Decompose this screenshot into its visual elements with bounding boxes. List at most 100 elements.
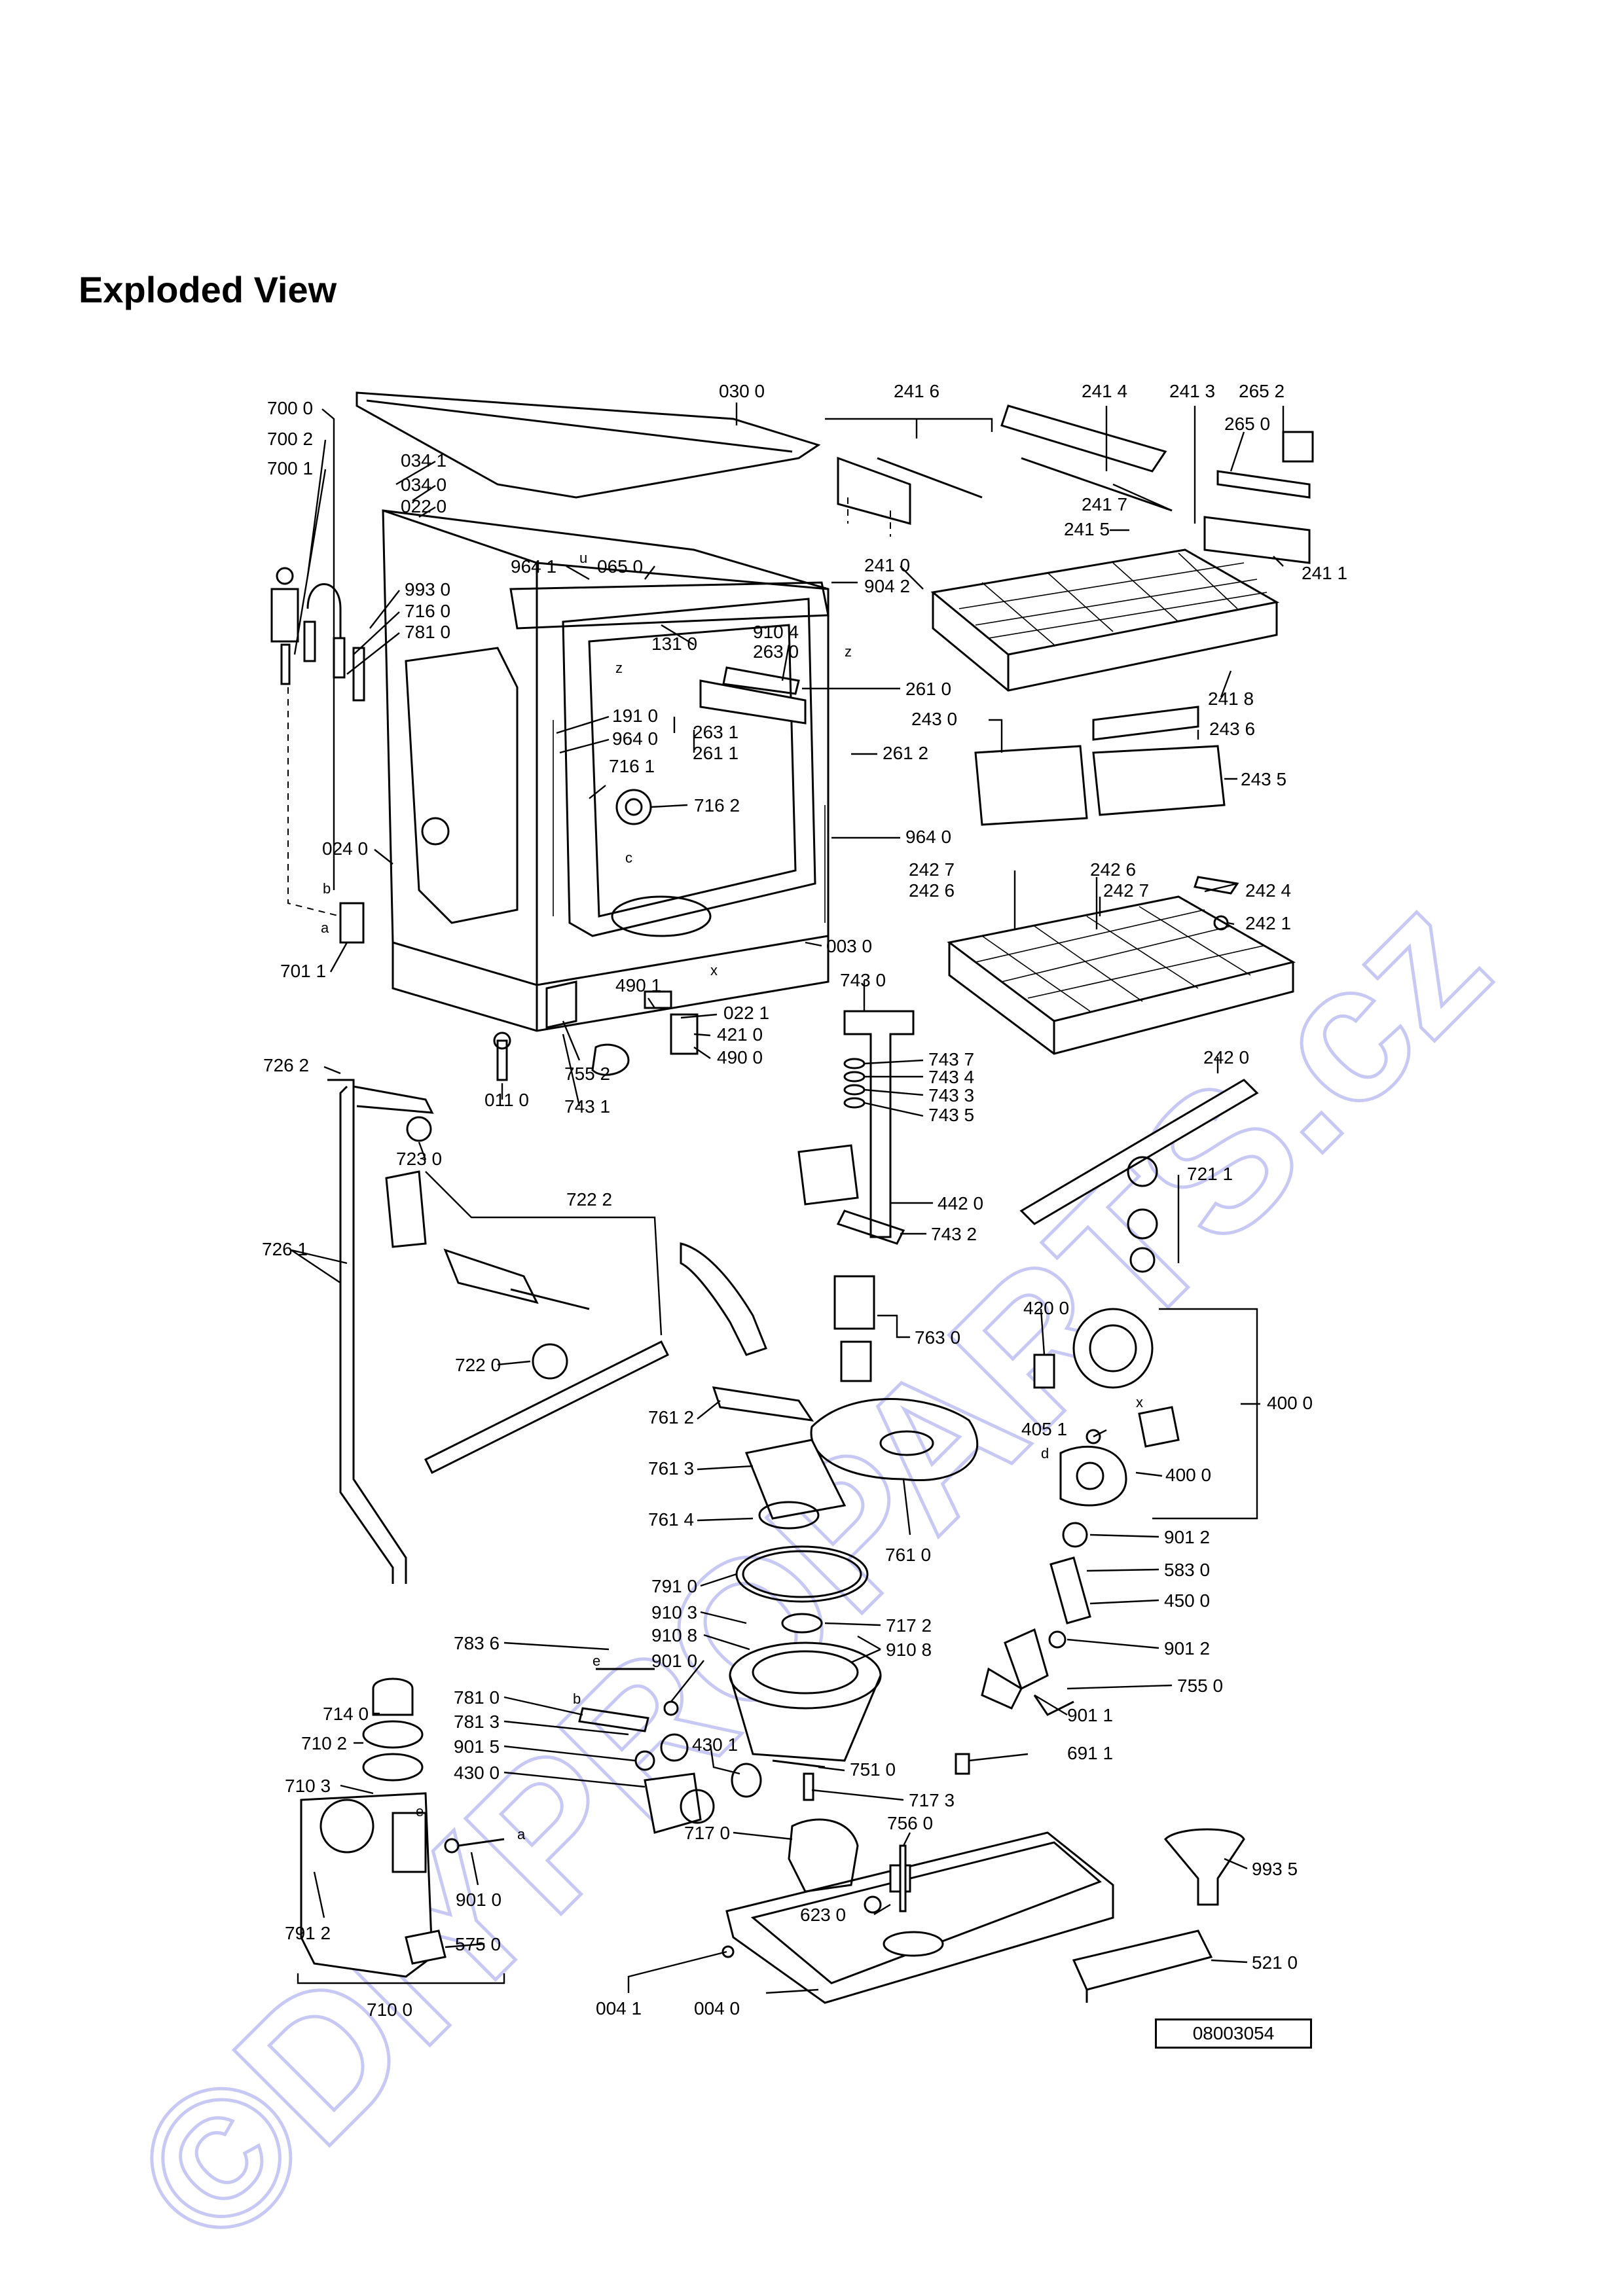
- callout: 761 3: [648, 1458, 694, 1479]
- callout: 241 0: [864, 555, 910, 575]
- callout: 450 0: [1164, 1590, 1210, 1611]
- callout: 691 1: [1067, 1743, 1113, 1763]
- callout: 421 0: [717, 1024, 763, 1045]
- callout: 717 3: [909, 1790, 955, 1810]
- callout: 761 2: [648, 1407, 694, 1427]
- callout: 910 4: [753, 622, 799, 642]
- callout: 242 0: [1203, 1047, 1249, 1067]
- callout: 755 2: [564, 1064, 610, 1084]
- callout: 710 0: [367, 2000, 412, 2020]
- callout: 265 2: [1239, 381, 1285, 401]
- reference-mark: e: [593, 1653, 600, 1669]
- reference-mark: a: [321, 920, 329, 936]
- callout: 993 0: [405, 579, 450, 600]
- callout-labels: 030 0 241 6 241 4 241 3 265 2 265 0 700 …: [262, 381, 1347, 2020]
- reference-mark: d: [1041, 1445, 1049, 1462]
- reference-mark: c: [625, 850, 632, 866]
- callout: 700 0: [267, 398, 313, 418]
- callout: 265 0: [1224, 414, 1270, 434]
- callout: 714 0: [323, 1704, 369, 1724]
- sump-drawing: [297, 1522, 1245, 2004]
- callout: 722 0: [455, 1355, 501, 1375]
- callout: 065 0: [597, 556, 643, 577]
- cabinet-drawing: [270, 391, 830, 1081]
- callout: 030 0: [719, 381, 765, 401]
- callout: 261 0: [905, 679, 951, 699]
- callout: 242 4: [1245, 880, 1291, 901]
- callout: 726 1: [262, 1239, 308, 1259]
- callout: 241 6: [894, 381, 939, 401]
- callout: 964 0: [612, 728, 658, 749]
- callout: 034 0: [401, 475, 447, 495]
- callout: 791 2: [285, 1923, 331, 1943]
- callout: 243 0: [911, 709, 957, 729]
- callout: 022 1: [723, 1003, 769, 1023]
- callout: 011 0: [484, 1090, 529, 1110]
- callout: 242 7: [1103, 880, 1149, 901]
- reference-mark: x: [710, 962, 718, 978]
- callout: 024 0: [322, 838, 368, 859]
- callout: 716 2: [694, 795, 740, 816]
- callout: 781 0: [405, 622, 450, 642]
- callout: 743 5: [928, 1105, 974, 1125]
- callout: 743 7: [928, 1049, 974, 1069]
- callout: 022 0: [401, 496, 447, 516]
- callout: 003 0: [826, 936, 872, 956]
- reference-mark: b: [573, 1691, 581, 1707]
- callout: 743 4: [928, 1067, 974, 1087]
- callout: 034 1: [401, 450, 447, 471]
- reference-mark: z: [845, 643, 852, 660]
- callout: 755 0: [1177, 1676, 1223, 1696]
- callout: 781 3: [454, 1712, 500, 1732]
- callout: 791 0: [651, 1576, 697, 1596]
- callout: 901 2: [1164, 1638, 1210, 1659]
- callout: 490 0: [717, 1047, 763, 1067]
- reference-mark: a: [517, 1826, 526, 1842]
- leader-lines: [291, 403, 1285, 1994]
- callout: 717 0: [684, 1823, 730, 1843]
- document-code: 08003054: [1155, 2018, 1312, 2049]
- callout: 901 1: [1067, 1705, 1113, 1725]
- callout: 131 0: [651, 634, 697, 654]
- callout: 722 2: [566, 1189, 612, 1210]
- callout: 726 2: [263, 1055, 309, 1075]
- callout: 700 2: [267, 429, 313, 449]
- callout: 964 0: [905, 827, 951, 847]
- callout: 261 2: [883, 743, 928, 763]
- callout: 710 3: [285, 1776, 331, 1796]
- callout: 241 3: [1169, 381, 1215, 401]
- callout: 583 0: [1164, 1560, 1210, 1580]
- callout: 761 0: [885, 1545, 931, 1565]
- callout: 263 1: [693, 722, 739, 742]
- callout: 263 0: [753, 641, 799, 662]
- reference-marks: u z z c b a x x d e b a e: [321, 550, 1143, 1842]
- callout: 400 0: [1267, 1393, 1313, 1413]
- callout: 004 1: [596, 1998, 642, 2018]
- callout: 901 2: [1164, 1527, 1210, 1547]
- callout: 242 6: [909, 880, 955, 901]
- callout: 701 1: [280, 961, 326, 981]
- callout: 710 2: [301, 1733, 347, 1753]
- callout: 910 8: [886, 1640, 932, 1660]
- racks-drawing: [837, 404, 1314, 1055]
- callout: 242 1: [1245, 913, 1291, 933]
- callout: 756 0: [887, 1813, 933, 1833]
- callout: 901 5: [454, 1736, 500, 1757]
- callout: 575 0: [455, 1934, 501, 1954]
- callout: 743 0: [840, 970, 886, 990]
- callout: 191 0: [612, 706, 658, 726]
- callout: 242 6: [1090, 859, 1136, 880]
- callout: 241 4: [1082, 381, 1127, 401]
- page-title: Exploded View: [79, 269, 337, 310]
- callout: 242 7: [909, 859, 955, 880]
- callout: 763 0: [915, 1327, 960, 1348]
- callout: 241 7: [1082, 494, 1127, 514]
- callout: 910 8: [651, 1625, 697, 1645]
- callout: 623 0: [800, 1905, 846, 1925]
- callout: 243 6: [1209, 719, 1255, 739]
- callout: 723 0: [396, 1149, 442, 1169]
- callout: 700 1: [267, 458, 313, 478]
- reference-mark: u: [579, 550, 587, 566]
- reference-mark: e: [416, 1803, 424, 1820]
- callout: 241 5: [1064, 519, 1110, 539]
